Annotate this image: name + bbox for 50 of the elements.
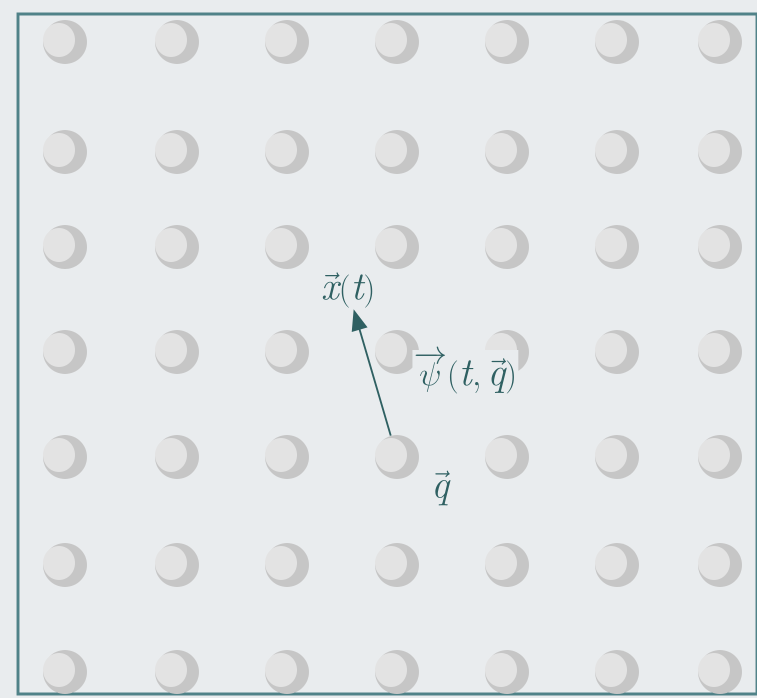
sphere [595,435,639,479]
sphere [265,20,309,64]
sphere [698,543,742,587]
sphere [595,330,639,374]
sphere [265,225,309,269]
sphere [155,330,199,374]
sphere [595,20,639,64]
sphere [698,650,742,694]
sphere [265,435,309,479]
sphere [375,225,419,269]
sphere [155,130,199,174]
sphere [43,225,87,269]
position-label: $\vec{q}$ [435,470,450,506]
sphere [485,543,529,587]
sphere [375,130,419,174]
edge-label: $\overrightarrow{\psi}(t,\vec{q})$ [412,346,518,395]
sphere [485,20,529,64]
sphere [155,543,199,587]
sphere [155,435,199,479]
sphere [155,225,199,269]
sphere [265,650,309,694]
sphere [375,543,419,587]
sphere [43,330,87,374]
sphere [43,650,87,694]
sphere [698,435,742,479]
sphere [375,650,419,694]
sphere [375,435,419,479]
sphere [43,543,87,587]
sphere [265,543,309,587]
sphere [155,20,199,64]
sphere [265,330,309,374]
sphere [698,330,742,374]
sphere [595,650,639,694]
sphere [485,435,529,479]
sphere [43,20,87,64]
position-label: $\vec{x}(t)$ [322,272,372,308]
sphere [485,130,529,174]
sphere [698,130,742,174]
sphere [698,20,742,64]
sphere [595,543,639,587]
sphere [265,130,309,174]
sphere [43,130,87,174]
sphere [595,130,639,174]
sphere [485,650,529,694]
sphere [485,225,529,269]
sphere [595,225,639,269]
sphere [375,20,419,64]
sphere [155,650,199,694]
sphere [698,225,742,269]
sphere [43,435,87,479]
